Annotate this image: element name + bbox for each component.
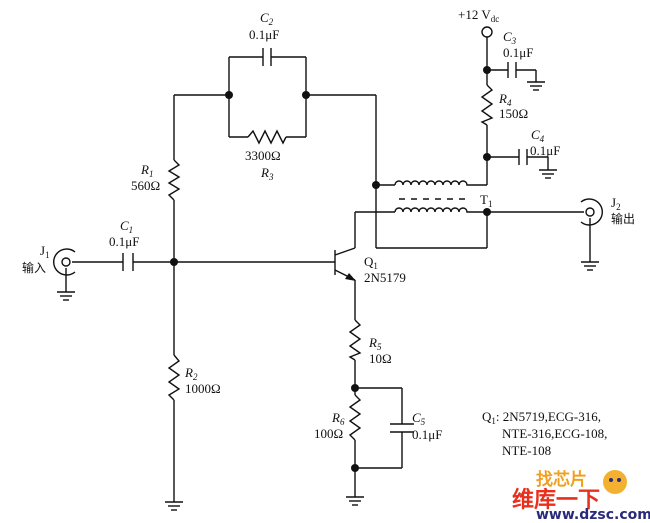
transistor-q1 — [334, 212, 356, 287]
junction-c3 — [483, 66, 491, 74]
resistor-r4 — [480, 84, 494, 126]
junction-r5-r6 — [351, 384, 359, 392]
r4-value: 150Ω — [499, 106, 528, 121]
note-line-1: Q1: 2N5719,ECG-316, — [482, 409, 601, 426]
connector-j2[interactable] — [580, 198, 604, 226]
resistor-r6 — [348, 394, 362, 441]
junctions — [170, 66, 491, 472]
transformer-t1 — [394, 180, 470, 213]
c4-value: 0.1μF — [530, 143, 560, 158]
c4-name: C4 — [531, 127, 545, 144]
c5-value: 0.1μF — [412, 427, 442, 442]
resistor-r2 — [167, 354, 181, 401]
r3-name: R3 — [260, 165, 274, 182]
capacitor-c4 — [518, 149, 528, 165]
j2-label: 输出 — [611, 211, 635, 226]
q1-name: Q1 — [364, 254, 378, 271]
junction-primary — [372, 181, 380, 189]
r6-value: 100Ω — [314, 426, 343, 441]
c3-name: C3 — [503, 29, 517, 46]
capacitor-c2 — [262, 48, 272, 66]
r2-name: R2 — [184, 365, 198, 382]
c1-name: C1 — [120, 218, 133, 235]
capacitor-c3 — [507, 62, 517, 78]
junction-c2-right — [302, 91, 310, 99]
capacitor-c1 — [122, 253, 134, 271]
c5-name: C5 — [412, 410, 426, 427]
r6-name: R6 — [331, 410, 345, 427]
resistor-r1 — [167, 159, 181, 201]
resistor-r5 — [348, 319, 362, 361]
r4-name: R4 — [498, 91, 512, 108]
ground-icon-j2 — [581, 261, 599, 271]
secondary-winding — [394, 207, 470, 213]
watermark-logo: 找芯片 维库一下 www.dzsc.com — [512, 469, 650, 523]
ground-icon-c3 — [527, 81, 545, 91]
r2-value: 1000Ω — [185, 381, 221, 396]
j2-name: J2 — [611, 195, 621, 212]
ground-icon-j1 — [57, 291, 75, 301]
c1-value: 0.1μF — [109, 234, 139, 249]
ground-icon-emitter — [346, 496, 364, 506]
connector-j1[interactable] — [52, 248, 76, 276]
r5-value: 10Ω — [369, 351, 392, 366]
junction-c4 — [483, 153, 491, 161]
r1-name: R1 — [140, 162, 153, 179]
t1-name: T1 — [480, 192, 492, 209]
j1-label: 输入 — [22, 260, 46, 275]
r3-value: 3300Ω — [245, 148, 281, 163]
primary-winding — [394, 180, 470, 186]
watermark-url: www.dzsc.com — [536, 507, 650, 523]
junction-secondary — [483, 208, 491, 216]
c2-name: C2 — [260, 10, 274, 27]
junction-r6-gnd — [351, 464, 359, 472]
resistor-r3 — [247, 129, 287, 145]
mascot-icon — [603, 470, 627, 494]
supply-label: +12 Vdc — [458, 7, 499, 24]
emitter-arrow-icon — [345, 273, 356, 281]
c2-value: 0.1μF — [249, 27, 279, 42]
ground-icon-c4 — [539, 169, 557, 179]
note-line-2: NTE-316,ECG-108, — [502, 426, 607, 441]
junction-base — [170, 258, 178, 266]
supply-terminal[interactable] — [481, 26, 493, 38]
r1-value: 560Ω — [131, 178, 160, 193]
q1-value: 2N5179 — [364, 270, 406, 285]
watermark-top-text: 找芯片 — [536, 469, 587, 490]
watermark-middle-text: 维库一下 — [512, 487, 600, 513]
r5-name: R5 — [368, 335, 382, 352]
capacitor-c5 — [390, 423, 414, 433]
junction-c2-left — [225, 91, 233, 99]
ground-icon-r2 — [165, 501, 183, 511]
c3-value: 0.1μF — [503, 45, 533, 60]
j1-name: J1 — [40, 243, 50, 260]
note-line-3: NTE-108 — [502, 443, 551, 458]
